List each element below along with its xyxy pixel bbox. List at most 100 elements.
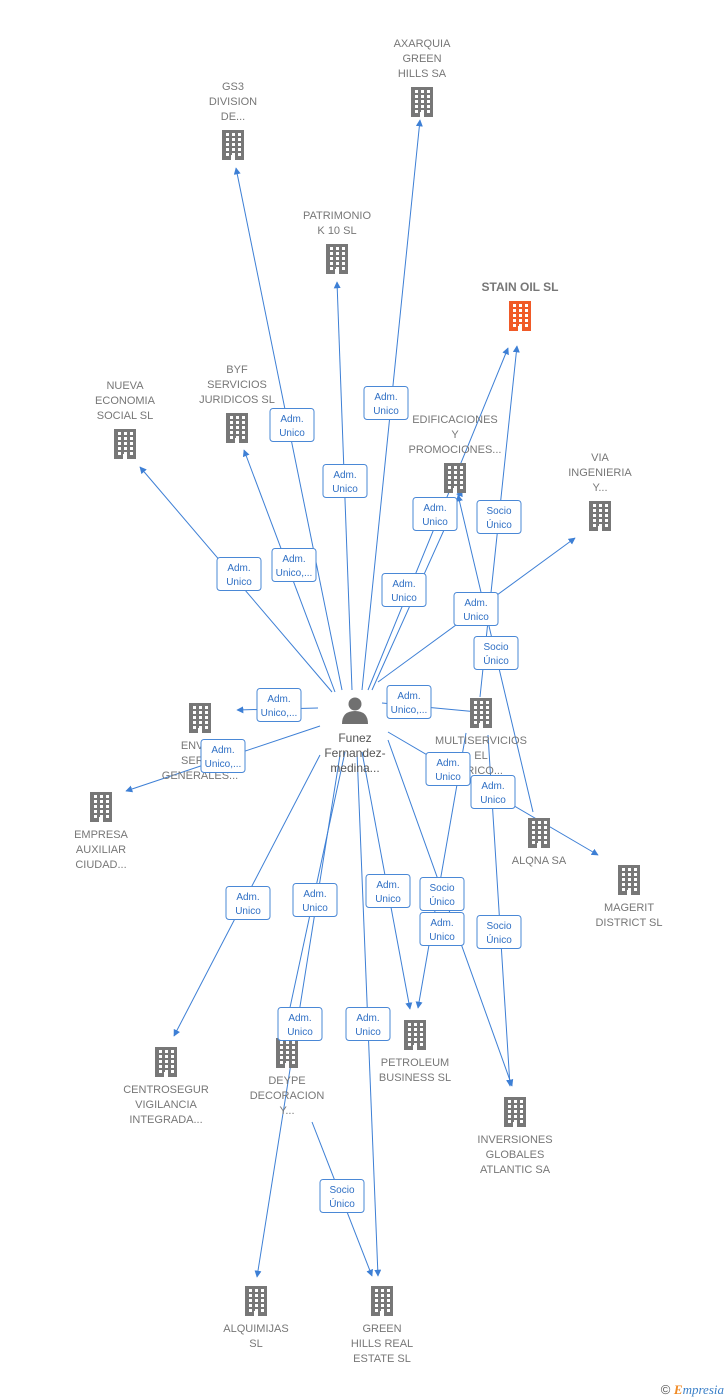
node-label: CENTROSEGUR xyxy=(123,1084,209,1096)
node-label: INTEGRADA... xyxy=(129,1114,202,1126)
edge-label-funez-envases[interactable]: Adm.Unico,... xyxy=(256,688,302,722)
edge-label-funez-stainoil[interactable]: Adm.Unico xyxy=(381,573,427,607)
edge-label-text: Adm. xyxy=(288,1013,311,1024)
edge-label-overlap[interactable]: Adm.Unico xyxy=(419,912,465,946)
edge-label-funez-patrimonio[interactable]: Adm.Unico xyxy=(322,464,368,498)
node-label: DECORACION xyxy=(250,1090,325,1102)
edge-label-funez-nueva[interactable]: Adm.Unico xyxy=(216,557,262,591)
edge-label-text: Adm. xyxy=(376,880,399,891)
brand-logo[interactable]: Empresia xyxy=(674,1382,724,1397)
node-label: NUEVA xyxy=(106,380,144,392)
person-label: Fernandez- xyxy=(324,746,385,760)
node-label: GLOBALES xyxy=(486,1149,545,1161)
node-label: STAIN OIL SL xyxy=(482,280,559,294)
building-icon xyxy=(326,244,348,274)
node-label: Y xyxy=(451,429,459,441)
edge-label-text: Unico xyxy=(373,406,399,417)
person-label: Funez xyxy=(338,731,371,745)
node-label: MAGERIT xyxy=(604,902,654,914)
node-label: K 10 SL xyxy=(317,225,356,237)
edge-label-text: Unico xyxy=(435,772,461,783)
edge-label-text: Adm. xyxy=(280,414,303,425)
node-label: SERVICIOS xyxy=(207,379,267,391)
node-label: CIUDAD... xyxy=(75,859,126,871)
building-icon xyxy=(226,413,248,443)
building-icon xyxy=(90,792,112,822)
node-label: HILLS REAL xyxy=(351,1338,413,1350)
node-gs3[interactable]: GS3DIVISIONDE... xyxy=(209,81,257,160)
edge-label-funez-greenhills[interactable]: Adm.Unico xyxy=(345,1007,391,1041)
node-stainoil[interactable]: STAIN OIL SL xyxy=(482,280,559,331)
edge-label-text: Unico xyxy=(235,906,261,917)
edge-label-text: Unico xyxy=(480,795,506,806)
brand-name: mpresia xyxy=(682,1382,724,1397)
node-label: Y... xyxy=(592,482,607,494)
node-alqna[interactable]: ALQNA SA xyxy=(512,818,567,867)
node-label: VIGILANCIA xyxy=(135,1099,197,1111)
edge-label-funez-inversiones[interactable]: Adm.Unico xyxy=(470,775,516,809)
node-label: DIVISION xyxy=(209,96,257,108)
edge-label-funez-axarquia[interactable]: Adm.Unico xyxy=(363,386,409,420)
edge-label-funez-gs3[interactable]: Adm.Unico xyxy=(269,408,315,442)
node-label: DEYPE xyxy=(268,1075,305,1087)
node-label: GREEN xyxy=(362,1323,401,1335)
node-label: ALQNA SA xyxy=(512,855,567,867)
node-label: INVERSIONES xyxy=(477,1134,552,1146)
node-label: MULTISERVICIOS xyxy=(435,735,527,747)
node-label: JURIDICOS SL xyxy=(199,394,275,406)
node-empresa[interactable]: EMPRESAAUXILIARCIUDAD... xyxy=(74,792,129,871)
node-label: DE... xyxy=(221,111,245,123)
edge-label-text: Unico xyxy=(463,612,489,623)
node-person-funez[interactable]: FunezFernandez-medina... xyxy=(324,697,386,776)
edge-label-text: Adm. xyxy=(236,892,259,903)
node-greenhills[interactable]: GREEN HILLS REAL ESTATE SL xyxy=(351,1286,413,1365)
edge-label-funez-petroleum[interactable]: Adm.Unico xyxy=(365,874,411,908)
edge-label-funez-via[interactable]: Adm.Unico xyxy=(453,592,499,626)
node-label: EMPRESA xyxy=(74,829,128,841)
edge-label-text: Socio xyxy=(483,642,508,653)
edge-label-funez-magerit[interactable]: Adm. Unico xyxy=(425,752,471,786)
edge-label-text: Adm. xyxy=(397,691,420,702)
edge-label-text: Adm. xyxy=(436,758,459,769)
edge-label-text: Socio xyxy=(486,506,511,517)
node-edificaciones[interactable]: EDIFICACIONESYPROMOCIONES... xyxy=(409,414,502,493)
building-icon xyxy=(189,703,211,733)
edge-label-text: Único xyxy=(483,654,509,667)
edge-label-funez-edificaciones[interactable]: Adm.Unico xyxy=(412,497,458,531)
node-label: ESTATE SL xyxy=(353,1353,411,1365)
edge-label-text: Único xyxy=(329,1197,355,1210)
edge-label-funez-multiservicios[interactable]: Adm.Unico,... xyxy=(386,685,432,719)
edge-label-funez-byf[interactable]: Adm.Unico,... xyxy=(271,548,317,582)
node-deype[interactable]: DEYPEDECORACIONY... xyxy=(250,1038,325,1117)
edge-label-text: Adm. xyxy=(333,470,356,481)
edge-label-text: Adm. xyxy=(430,918,453,929)
brand-initial: E xyxy=(673,1382,683,1397)
edge-label-funez-alquimijas[interactable]: Adm.Unico xyxy=(292,883,338,917)
edge-label-text: Único xyxy=(486,518,512,531)
node-label: AXARQUIA xyxy=(394,38,452,50)
person-label: medina... xyxy=(330,761,379,775)
node-centrosegur[interactable]: CENTROSEGUR VIGILANCIA INTEGRADA... xyxy=(123,1047,209,1126)
node-via[interactable]: VIAINGENIERIAY... xyxy=(568,452,632,531)
building-icon xyxy=(245,1286,267,1316)
brand-footer: © Empresia xyxy=(661,1382,724,1398)
node-label: ECONOMIA xyxy=(95,395,156,407)
edge-label-funez-centrosegur[interactable]: Adm. Unico xyxy=(225,886,271,920)
edge-label-funez-empresa[interactable]: Adm.Unico,... xyxy=(200,739,246,773)
edge-label-funez-deype[interactable]: Adm.Unico xyxy=(277,1007,323,1041)
